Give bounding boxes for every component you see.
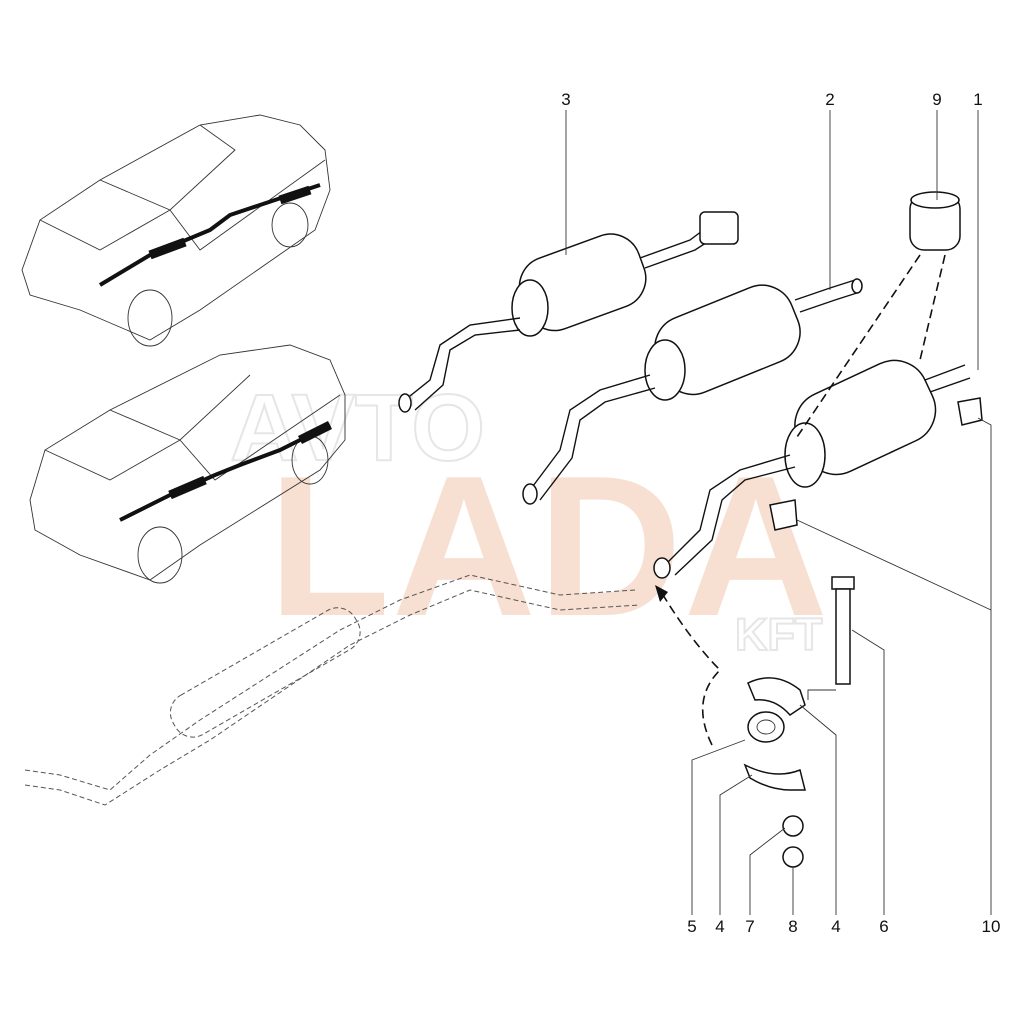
part-2-rear-muffler: [522, 278, 863, 505]
callout-2: 2: [825, 90, 834, 109]
mount-arrow-2: [919, 254, 946, 361]
part-3-rear-muffler: [398, 211, 739, 413]
part-9-rubber-mount: [909, 191, 961, 251]
watermark-main: LADA: [268, 435, 828, 658]
callout-6: 6: [879, 917, 888, 936]
callout-7: 7: [745, 917, 754, 936]
callout-8: 8: [788, 917, 797, 936]
callout-10: 10: [982, 917, 1001, 936]
part-4-lower-clamp: [743, 763, 806, 791]
callout-4-lower: 4: [715, 917, 724, 936]
sedan-car-illustration: [21, 114, 331, 347]
mount-arrow-1: [794, 254, 921, 441]
part-10-brackets: [769, 397, 983, 531]
part-8-nut: [782, 846, 804, 868]
full-exhaust-system-outline: [24, 574, 641, 806]
part-7-washer: [782, 815, 804, 837]
callout-9: 9: [932, 90, 941, 109]
clamp-assembly: [655, 585, 806, 868]
leader-lines: [565, 110, 992, 915]
part-6-bolt: [831, 576, 855, 685]
callout-3: 3: [561, 90, 570, 109]
wagon-car-illustration: [29, 344, 346, 584]
callout-1: 1: [973, 90, 982, 109]
callout-4-upper: 4: [831, 917, 840, 936]
watermark: AVTO LADA KFT: [229, 374, 828, 661]
part-4-upper-clamp: [747, 677, 806, 716]
watermark-top: AVTO: [230, 375, 485, 481]
callout-labels-bottom: 5 4 7 8 4 6 10: [687, 917, 1000, 936]
callout-5: 5: [687, 917, 696, 936]
part-5-bushing: [747, 711, 785, 743]
callout-labels-top: 3 2 9 1: [561, 90, 982, 109]
watermark-suffix: KFT: [735, 609, 822, 660]
